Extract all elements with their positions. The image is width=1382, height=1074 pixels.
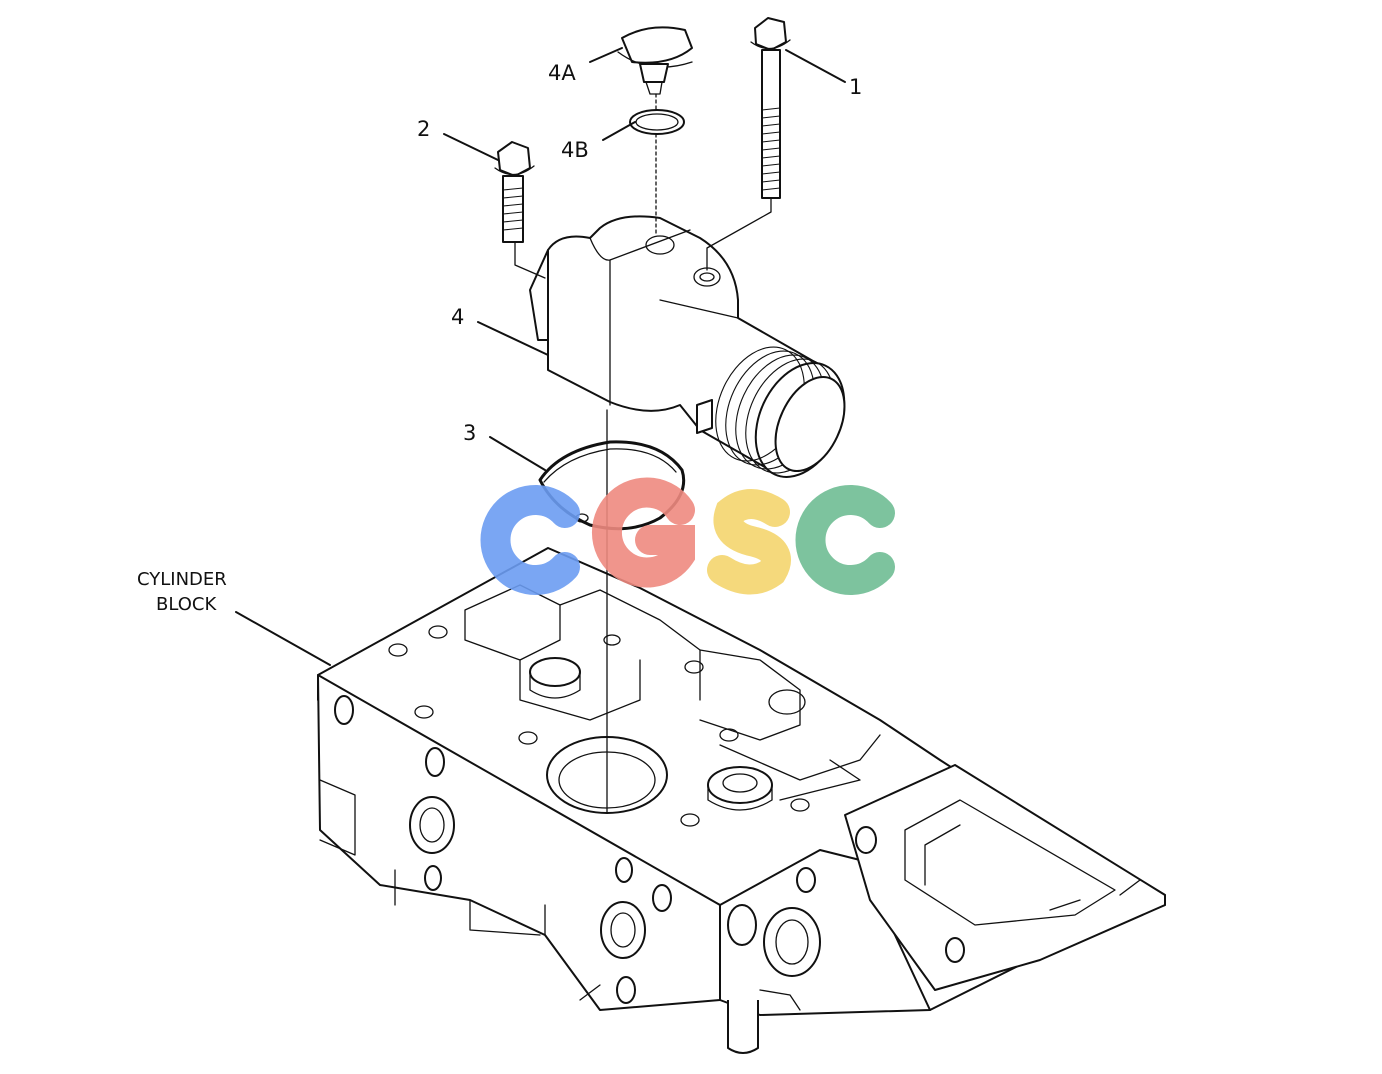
cylinder-block-label-line2: BLOCK — [156, 594, 217, 615]
plug-4a — [617, 26, 693, 95]
callout-2: 2 — [417, 117, 430, 141]
cylinder-block — [317, 547, 1166, 1054]
callout-4: 4 — [451, 305, 464, 329]
assembly-centerlines — [606, 93, 657, 813]
watermark-logo — [480, 477, 895, 595]
watermark-letter-g — [592, 477, 695, 588]
leader-lines — [235, 47, 846, 666]
watermark-letter-c-1 — [480, 485, 580, 595]
bolt-1 — [706, 17, 791, 271]
cylinder-block-label-line1: CYLINDER — [137, 569, 227, 590]
watermark-letter-s — [707, 489, 791, 595]
callout-3: 3 — [463, 421, 476, 445]
watermark-letter-c-2 — [795, 485, 895, 595]
thermostat-housing — [529, 215, 846, 478]
o-ring-4b — [629, 109, 685, 135]
bolt-2 — [494, 141, 546, 279]
callout-1: 1 — [849, 75, 862, 99]
callout-4a: 4A — [548, 61, 576, 85]
callout-4b: 4B — [561, 138, 589, 162]
